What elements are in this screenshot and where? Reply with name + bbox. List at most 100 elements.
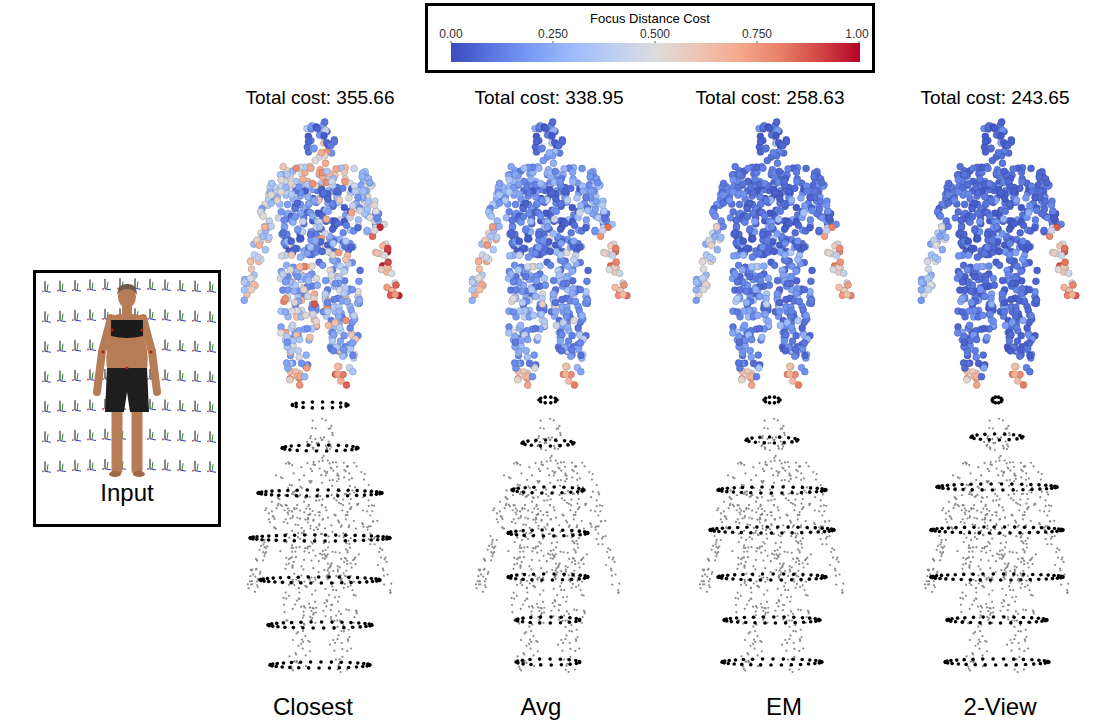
sample-point	[304, 518, 306, 520]
sample-point	[345, 608, 347, 610]
sample-point	[302, 568, 304, 570]
sample-point	[306, 441, 308, 443]
sample-point	[349, 485, 351, 487]
focus-point	[275, 622, 279, 626]
sample-point	[288, 584, 290, 586]
cost-point	[312, 237, 319, 244]
sample-point	[271, 510, 273, 512]
sample-point	[378, 551, 380, 553]
cost-point	[325, 322, 332, 329]
sample-point	[291, 510, 293, 512]
focus-point	[339, 405, 343, 409]
sample-point	[342, 532, 344, 534]
cost-point	[294, 200, 301, 207]
sample-point	[303, 580, 305, 582]
focus-point	[347, 666, 351, 670]
focus-point	[371, 580, 375, 584]
focus-point	[287, 576, 291, 580]
cost-point	[316, 223, 323, 230]
sample-point	[350, 647, 352, 649]
sample-point	[389, 589, 391, 591]
sample-point	[341, 642, 343, 644]
cost-point	[356, 278, 363, 285]
cost-point	[319, 248, 326, 255]
sample-point	[332, 461, 334, 463]
focus-point	[301, 626, 305, 630]
sample-point	[298, 587, 300, 589]
focus-point	[294, 405, 298, 409]
cost-point	[307, 244, 314, 251]
cost-point	[283, 360, 290, 367]
sample-point	[298, 546, 300, 548]
focus-point	[271, 576, 275, 580]
cost-point	[289, 322, 296, 329]
focus-point	[309, 620, 313, 624]
sample-point	[358, 553, 360, 555]
sample-point	[256, 580, 258, 582]
sample-point	[309, 513, 311, 515]
sample-point	[360, 471, 362, 473]
sample-point	[312, 581, 314, 583]
sample-point	[322, 460, 324, 462]
sample-point	[291, 544, 293, 546]
sample-point	[292, 639, 294, 641]
cost-point	[282, 309, 289, 316]
sample-point	[371, 510, 373, 512]
focus-point	[355, 489, 359, 493]
sample-point	[366, 510, 368, 512]
cost-point	[342, 256, 349, 263]
cost-point	[280, 229, 287, 236]
focus-point	[364, 625, 368, 629]
focus-point	[295, 488, 299, 492]
cost-point	[388, 270, 395, 277]
focus-point	[297, 666, 301, 670]
sample-point	[323, 455, 325, 457]
focus-point	[280, 665, 284, 669]
sample-point	[343, 587, 345, 589]
sample-point	[325, 506, 327, 508]
sample-point	[312, 549, 314, 551]
sample-point	[302, 648, 304, 650]
sample-point	[330, 524, 332, 526]
sample-point	[328, 594, 330, 596]
cost-point	[357, 267, 364, 274]
sample-point	[296, 504, 298, 506]
sample-point	[266, 545, 268, 547]
sample-point	[350, 537, 352, 539]
focus-point	[307, 666, 311, 670]
focus-point	[305, 488, 309, 492]
focus-point	[309, 660, 313, 664]
cost-point	[327, 142, 334, 149]
sample-point	[287, 507, 289, 509]
sample-point	[332, 639, 334, 641]
sample-point	[373, 537, 375, 539]
sample-point	[284, 568, 286, 570]
sample-point	[264, 509, 266, 511]
focus-point	[376, 535, 380, 539]
cost-point	[314, 125, 321, 132]
sample-point	[289, 517, 291, 519]
cost-point-cloud	[469, 119, 630, 389]
cost-point	[260, 213, 267, 220]
sample-point	[321, 482, 323, 484]
cost-point	[392, 291, 399, 298]
sample-point	[308, 552, 310, 554]
sample-point	[334, 596, 336, 598]
sample-point	[254, 591, 256, 593]
sample-point	[302, 611, 304, 613]
sample-point	[303, 501, 305, 503]
cost-point	[268, 180, 275, 187]
sample-point	[293, 584, 295, 586]
sample-point	[303, 605, 305, 607]
sample-point	[294, 603, 296, 605]
cost-point	[355, 194, 362, 201]
focus-point	[292, 626, 296, 630]
focus-point	[281, 581, 285, 585]
sample-point	[325, 472, 327, 474]
sample-point	[318, 460, 320, 462]
sample-point	[314, 578, 316, 580]
sample-point	[319, 495, 321, 497]
sample-point	[367, 499, 369, 501]
focus-point	[289, 581, 293, 585]
sample-point	[322, 610, 324, 612]
